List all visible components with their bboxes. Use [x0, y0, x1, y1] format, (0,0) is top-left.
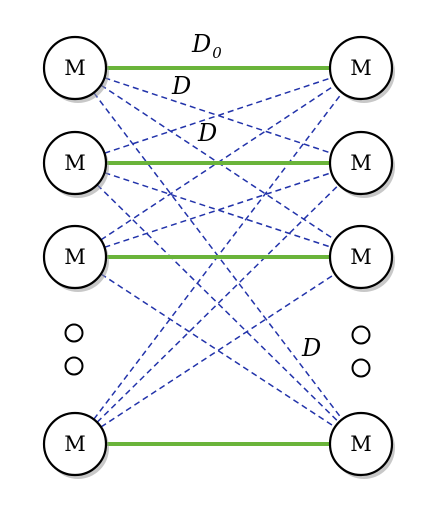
- ellipsis-dot: [64, 323, 84, 343]
- label-d0: D0: [191, 30, 222, 62]
- node-circle: [328, 411, 394, 477]
- node-m: M: [42, 130, 109, 198]
- dashed-edge: [96, 184, 340, 423]
- ellipsis-dots: [64, 323, 371, 378]
- dashed-edge: [96, 184, 340, 423]
- node-m: M: [328, 224, 395, 292]
- node-circle: [42, 224, 108, 290]
- node-circle: [42, 130, 108, 196]
- ellipsis-dot: [351, 325, 371, 345]
- node-m: M: [42, 411, 109, 479]
- ellipsis-dot: [64, 356, 84, 376]
- node-m: M: [42, 35, 109, 103]
- node-circle: [42, 35, 108, 101]
- node-label: M: [350, 151, 372, 175]
- node-m: M: [328, 411, 395, 479]
- node-m: M: [42, 224, 109, 292]
- nodes: M M M M M M M M: [42, 35, 395, 479]
- node-label: M: [64, 245, 86, 269]
- node-label: M: [350, 432, 372, 456]
- node-label: M: [64, 151, 86, 175]
- dashed-edge: [100, 273, 336, 428]
- label-d-2: D: [197, 119, 217, 147]
- solid-edges: [106, 66, 330, 446]
- node-circle: [328, 35, 394, 101]
- label-d-1: D: [171, 72, 191, 100]
- dashed-edges: [93, 77, 343, 428]
- node-label: M: [64, 432, 86, 456]
- node-m: M: [328, 35, 395, 103]
- node-circle: [42, 411, 108, 477]
- node-circle: [328, 130, 394, 196]
- node-circle: [328, 224, 394, 290]
- node-label: M: [350, 56, 372, 80]
- node-label: M: [350, 245, 372, 269]
- dashed-edge: [100, 273, 336, 428]
- node-label: M: [64, 56, 86, 80]
- label-d-3: D: [301, 334, 321, 362]
- node-m: M: [328, 130, 395, 198]
- ellipsis-dot: [351, 358, 371, 378]
